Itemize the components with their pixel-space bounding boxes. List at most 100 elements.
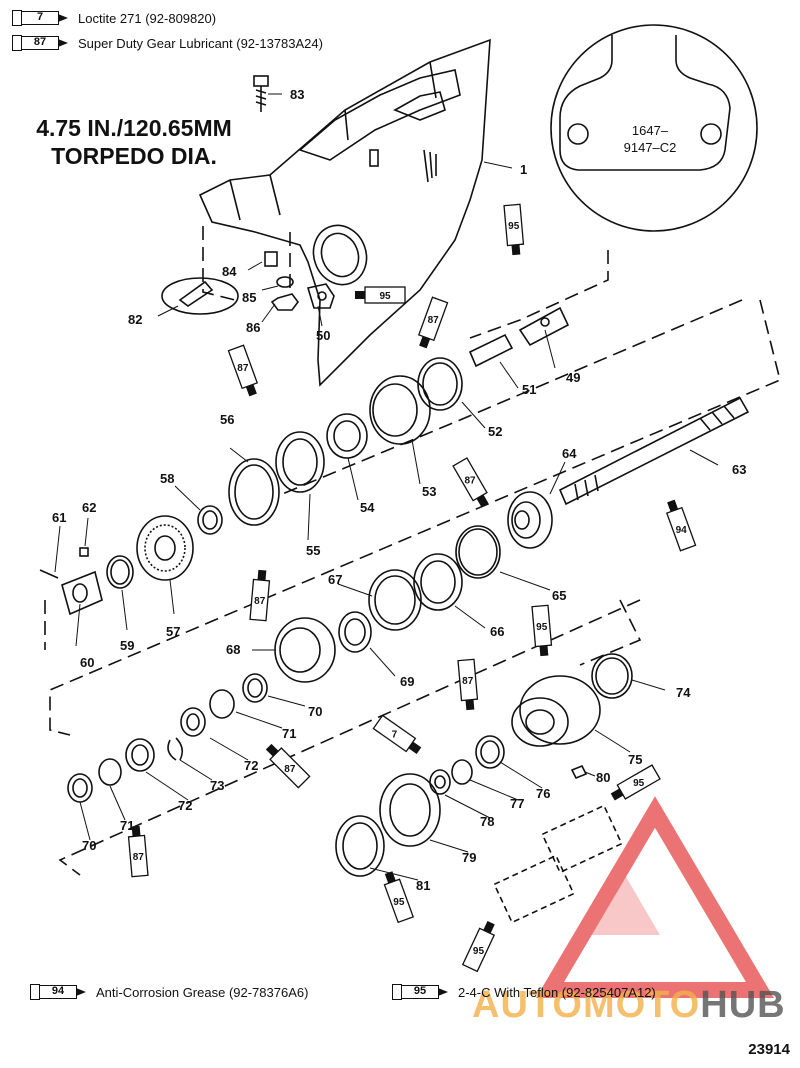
callout-71: 71 [282,726,296,741]
callout-61: 61 [52,510,66,525]
callout-70-lower: 70 [82,838,96,853]
parts-68-69-bearing-carrier [274,611,372,683]
callout-65: 65 [552,588,566,603]
callout-82: 82 [128,312,142,327]
part-50 [306,283,335,309]
watermark-part-1: AUTOMOTO [472,984,701,1026]
parts-52-55-bearing-set [275,357,463,493]
tube-icon: 87 [452,457,489,508]
tube-icon: 87 [227,344,259,397]
callout-67: 67 [328,572,342,587]
lubricant-tube-icon: 94 [30,984,88,1000]
svg-text:94: 94 [676,525,688,536]
lubricant-tube-icon: 7 [12,10,70,26]
callout-76: 76 [536,786,550,801]
detail-magnifier [550,24,758,232]
parts-74-76-retainer [475,653,633,769]
parts-65-67-rings [368,525,501,631]
tube-code: 95 [508,221,520,232]
callout-54: 54 [360,500,375,515]
parts-84-86-fasteners [264,251,299,311]
callout-55: 55 [306,543,320,558]
part-58-bearing [197,505,223,535]
svg-text:87: 87 [254,596,266,607]
torpedo-diameter-heading: 4.75 IN./120.65MM TORPEDO DIA. [14,114,254,170]
svg-text:87: 87 [133,852,145,863]
tool-detail-boxes [493,804,623,924]
figure-id: 23914 [748,1041,790,1058]
callout-52: 52 [488,424,502,439]
callout-74: 74 [676,685,691,700]
legend-item-loctite: 7 Loctite 271 (92-809820) [12,10,216,26]
callout-66: 66 [490,624,504,639]
lubricant-tube-icon: 87 [12,35,70,51]
callout-72: 72 [244,758,258,773]
callout-57: 57 [166,624,180,639]
legend-text: 2-4-C With Teflon (92-825407A12) [458,984,656,1000]
tube-icon: 87 [417,296,449,349]
callout-59: 59 [120,638,134,653]
tube-icon: 94 [665,499,697,552]
svg-text:87: 87 [428,315,440,326]
svg-text:87: 87 [464,475,476,486]
gearcase-housing [198,38,491,387]
svg-text:95: 95 [536,622,548,633]
assembly-guide-lines [44,226,781,876]
svg-text:95: 95 [379,291,391,302]
tube-icon: 95 [503,203,525,256]
detail-label-line-2: 9147–C2 [624,140,677,155]
callout-78: 78 [480,814,494,829]
callout-86: 86 [246,320,260,335]
callout-1: 1 [520,162,527,177]
part-63-propeller-shaft [558,396,750,506]
svg-text:87: 87 [284,764,296,775]
legend-text: Anti-Corrosion Grease (92-78376A6) [96,984,309,1000]
part-64-reverse-gear [507,491,553,549]
detail-label-line-1: 1647– [632,123,669,138]
heading-line-1: 4.75 IN./120.65MM [36,115,232,141]
callout-81: 81 [416,878,430,893]
legend-text: Loctite 271 (92-809820) [78,10,217,26]
callout-70: 70 [308,704,322,719]
part-83-bolt [253,75,269,112]
callout-77: 77 [510,796,524,811]
parts-49-51-shift-shaft [468,306,570,368]
legend-item-gear-lubricant: 87 Super Duty Gear Lubricant (92-13783A2… [12,35,323,51]
callout-64: 64 [562,446,577,461]
watermark-logo-icon [535,796,775,998]
svg-text:95: 95 [473,946,485,957]
callout-84: 84 [222,264,237,279]
lubricant-tube-icon: 95 [392,984,450,1000]
tube-icon: 7 [372,714,422,754]
callout-60: 60 [80,655,94,670]
legend-item-anti-corrosion: 94 Anti-Corrosion Grease (92-78376A6) [30,984,308,1000]
heading-line-2: TORPEDO DIA. [51,143,217,169]
tube-icon: 95 [383,871,415,924]
tube-icon: 95 [355,286,406,304]
callout-numbers: 1 83 84 85 86 82 50 49 51 52 53 54 55 56… [52,87,746,893]
parts-70-73-washers [67,673,268,803]
parts-59-62-clutch [39,547,134,616]
callout-75: 75 [628,752,642,767]
svg-text:95: 95 [633,778,645,789]
lubricant-tubes: 95 87 87 87 87 [127,203,697,973]
callout-85: 85 [242,290,256,305]
part-56-thrust-bearing [228,458,280,526]
callout-53: 53 [422,484,436,499]
callout-56: 56 [220,412,234,427]
callout-80: 80 [596,770,610,785]
svg-text:87: 87 [462,676,474,687]
part-57-forward-gear [136,515,194,581]
legend-text: Super Duty Gear Lubricant (92-13783A24) [78,35,323,51]
watermark-part-2: HUB [700,984,786,1026]
callout-73: 73 [210,778,224,793]
tube-icon: 95 [531,604,553,657]
callout-62: 62 [82,500,96,515]
leader-lines [54,93,719,881]
legend-item-teflon: 95 2-4-C With Teflon (92-825407A12) [392,984,656,1000]
tube-icon: 95 [610,764,661,801]
tube-icon: 87 [249,569,271,622]
tube-icon: 95 [461,920,496,973]
